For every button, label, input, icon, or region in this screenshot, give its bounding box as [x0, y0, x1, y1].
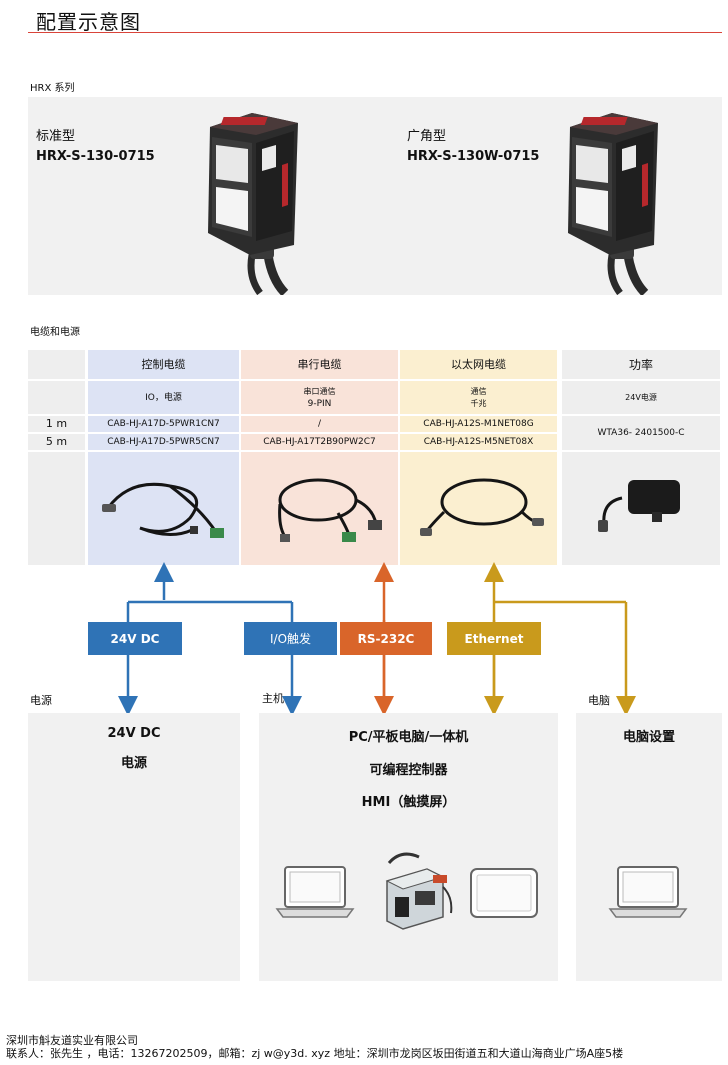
power-adapter-icon [598, 480, 680, 532]
host-panel: PC/平板电脑/一体机 可编程控制器 HMI（触摸屏） [259, 713, 558, 981]
product-wide: 广角型 HRX-S-130W-0715 [407, 127, 539, 167]
header-control-cable: 控制电缆 [141, 358, 186, 371]
footer-contact: 联系人：张先生 ，电话：13267202509，邮箱：zj w@y3d. xyz… [6, 1047, 624, 1060]
desc-line: 串口通信 [303, 386, 336, 396]
header-power: 功率 [628, 358, 653, 372]
desc-line: IO，电源 [145, 392, 182, 403]
computer-panel: 电脑设置 [576, 713, 722, 981]
part-number: / [317, 419, 322, 429]
desc-line: 24V电源 [625, 392, 657, 402]
footer-company: 深圳市斛友道实业有限公司 [6, 1034, 138, 1047]
row-divider [28, 414, 720, 416]
desc-ethernet-cable: 通信 千兆 [400, 381, 557, 414]
row-label-1m: 1 m [45, 417, 68, 430]
part-number: CAB-HJ-A17D-5PWR5CN7 [107, 437, 220, 447]
laptop-icon [275, 866, 355, 918]
host-panel-line: PC/平板电脑/一体机 [348, 730, 469, 745]
row-divider [28, 379, 720, 381]
product-code: HRX-S-130-0715 [36, 149, 155, 164]
desc-line: 通信 [470, 386, 487, 396]
signal-ethernet: Ethernet [447, 622, 541, 655]
control-cable-icon [102, 482, 224, 538]
page-title: 配置示意图 [36, 10, 141, 34]
power-panel-line: 电源 [120, 756, 147, 771]
desc-control-cable: IO，电源 [88, 381, 239, 414]
part-number: CAB-HJ-A17T2B90PW2C7 [263, 437, 376, 447]
signal-24v-dc: 24V DC [88, 622, 182, 655]
part-number: CAB-HJ-A17D-5PWR1CN7 [107, 419, 220, 429]
plc-controller-icon [385, 852, 453, 930]
serial-cable-icon [278, 478, 382, 542]
camera-wide-icon [568, 113, 658, 295]
series-label: HRX 系列 [30, 83, 75, 94]
computer-panel-line: 电脑设置 [622, 730, 675, 745]
title-divider [28, 32, 722, 33]
product-name: 标准型 [36, 129, 76, 144]
host-panel-line: HMI（触摸屏） [361, 795, 456, 810]
row-label-5m: 5 m [45, 435, 68, 448]
cable-section-title: 电缆和电源 [30, 327, 80, 338]
section-label-computer: 电脑 [588, 694, 610, 707]
power-panel-line: 24V DC [107, 726, 161, 741]
header-serial-cable: 串行电缆 [297, 358, 342, 371]
section-label-host: 主机 [262, 692, 284, 705]
row-divider [28, 450, 720, 452]
product-standard: 标准型 HRX-S-130-0715 [36, 127, 155, 167]
power-part-number: WTA36- 2401500-C [597, 428, 685, 438]
desc-line: 9-PIN [307, 398, 332, 409]
product-code: HRX-S-130W-0715 [407, 149, 540, 164]
tablet-icon [470, 868, 538, 918]
desc-serial-cable: 串口通信 9-PIN [241, 381, 398, 414]
laptop-icon [608, 866, 688, 918]
host-panel-line: 可编程控制器 [369, 763, 448, 778]
part-number: CAB-HJ-A12S-M5NET08X [423, 437, 534, 447]
signal-io-trigger: I/O触发 [244, 622, 337, 655]
product-name: 广角型 [407, 129, 447, 144]
signal-rs232c: RS-232C [340, 622, 432, 655]
section-label-power: 电源 [30, 694, 52, 707]
desc-line: 千兆 [470, 398, 487, 408]
desc-power: 24V电源 [562, 381, 720, 414]
camera-standard-icon [208, 113, 298, 295]
power-panel: 24V DC 电源 [28, 713, 240, 981]
ethernet-cable-icon [420, 478, 544, 536]
row-divider [28, 432, 562, 434]
part-number: CAB-HJ-A12S-M1NET08G [423, 419, 534, 429]
header-ethernet-cable: 以太网电缆 [451, 358, 506, 371]
power-column [562, 350, 720, 565]
row-label-column [28, 350, 85, 565]
